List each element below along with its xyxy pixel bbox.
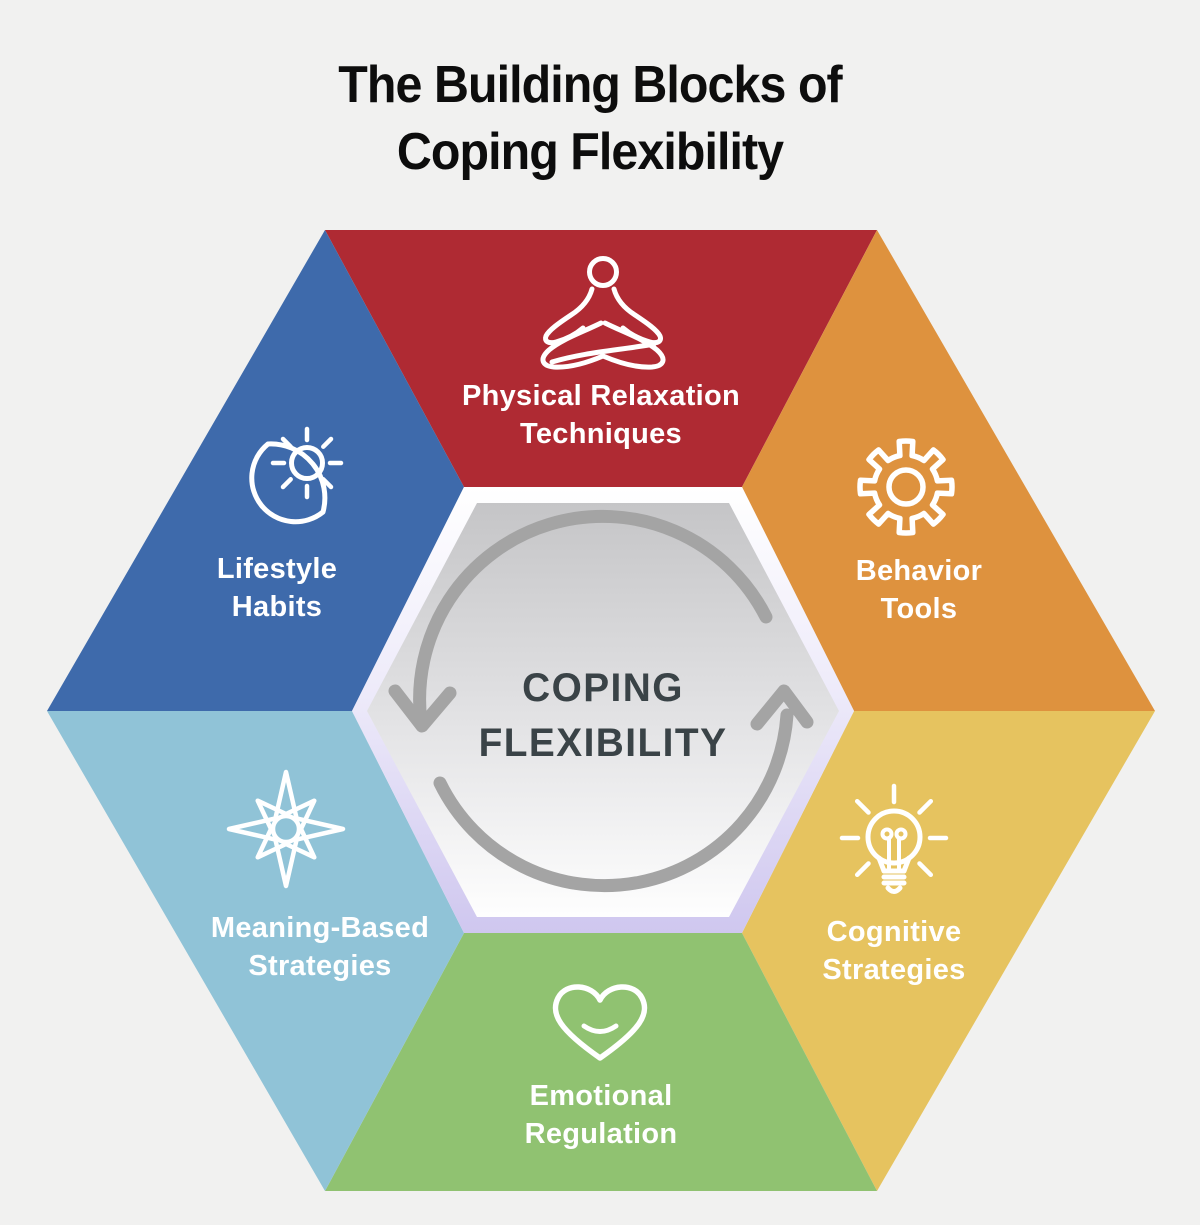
center-label-line1: COPING	[522, 666, 684, 710]
segment-behavior-tools-shape	[742, 230, 1155, 711]
page-title-line1: The Building Blocks of	[338, 56, 842, 114]
label-line: Meaning-Based	[210, 912, 430, 944]
compass-star-icon	[226, 769, 346, 889]
sun-rays-path	[270, 426, 344, 500]
lightbulb-icon	[839, 783, 949, 894]
label-line: Cognitive	[826, 916, 962, 948]
compass-star-diagonal-points	[255, 798, 317, 860]
gear-icon	[857, 438, 955, 536]
smiling-heart-icon	[552, 984, 648, 1061]
center-hexagon-label: COPING FLEXIBILITY	[479, 661, 728, 771]
label-line: Regulation	[524, 1118, 678, 1150]
compass-star-main-points	[226, 769, 346, 889]
label-line: Tools	[880, 593, 958, 625]
moon-sun-icon	[249, 426, 344, 525]
segment-meaning-based-shape	[47, 711, 464, 1191]
cycle-arc-top	[413, 509, 773, 729]
cycle-arrowhead-left	[388, 684, 457, 733]
cycle-arc-bottom	[433, 708, 794, 893]
label-physical-relaxation: Physical Relaxation Techniques	[462, 377, 740, 453]
label-line: Strategies	[248, 950, 392, 982]
label-line: Physical Relaxation	[461, 380, 741, 412]
label-meaning-based: Meaning-Based Strategies	[211, 909, 429, 985]
segment-cognitive-strategies-shape	[742, 711, 1155, 1191]
segment-emotional-regulation-shape	[325, 933, 877, 1191]
label-line: Strategies	[822, 954, 966, 986]
label-line: Emotional	[529, 1080, 673, 1112]
gear-icon-path	[857, 438, 955, 536]
page-title-line2: Coping Flexibility	[396, 123, 784, 181]
label-line: Techniques	[519, 418, 682, 450]
segment-lifestyle-habits-shape	[47, 230, 464, 711]
center-label-line2: FLEXIBILITY	[478, 721, 728, 765]
meditation-icon	[540, 256, 666, 370]
label-line: Behavior	[855, 555, 983, 587]
lightbulb-rays-path	[839, 783, 949, 878]
label-cognitive-strategies: Cognitive Strategies	[822, 913, 965, 989]
page-title: The Building Blocks of Coping Flexibilit…	[338, 52, 842, 186]
center-hexagon-face	[367, 503, 839, 917]
label-behavior-tools: Behavior Tools	[856, 552, 983, 628]
label-lifestyle-habits: Lifestyle Habits	[217, 550, 337, 626]
label-emotional-regulation: Emotional Regulation	[525, 1077, 678, 1153]
label-line: Habits	[231, 591, 323, 623]
cycle-arrowhead-right	[750, 684, 814, 731]
label-line: Lifestyle	[216, 553, 338, 585]
cycle-arrows	[388, 509, 814, 893]
